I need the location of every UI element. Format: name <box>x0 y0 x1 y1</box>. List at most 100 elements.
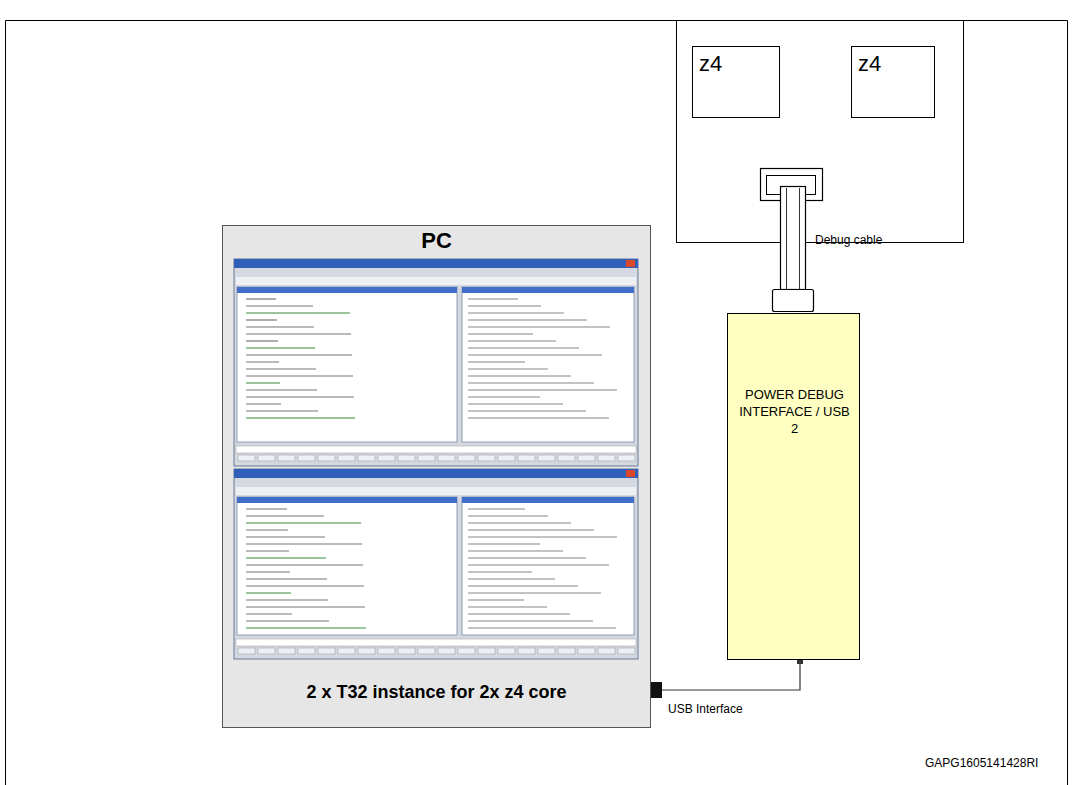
code-line <box>246 396 354 397</box>
code-line <box>246 340 278 341</box>
softkey-button <box>538 648 555 654</box>
plug-edge <box>776 311 810 312</box>
code-line <box>246 333 351 334</box>
pane-titlebar <box>462 497 634 503</box>
pc-box: PC2 x T32 instance for 2x z4 core <box>222 225 651 728</box>
core-box: z4 <box>851 46 935 118</box>
softkey-button <box>358 455 375 461</box>
softkey-button <box>438 455 455 461</box>
screenshot-illustration <box>223 226 649 729</box>
softkey-button <box>318 455 335 461</box>
register-line <box>468 347 579 348</box>
code-line <box>246 403 281 404</box>
window-titlebar <box>234 469 638 478</box>
softkey-button <box>578 455 595 461</box>
softkey-button <box>558 648 575 654</box>
interface-label: POWER DEBUG INTERFACE / USB 2 <box>736 386 853 437</box>
register-line <box>468 536 617 537</box>
target-board <box>677 21 964 243</box>
code-line <box>246 620 329 621</box>
usb-plug <box>651 682 662 698</box>
register-line <box>468 375 571 376</box>
figure-frame <box>6 21 1068 785</box>
register-line <box>468 340 556 341</box>
register-line <box>468 403 563 404</box>
source-pane <box>237 497 457 635</box>
code-line <box>246 508 287 509</box>
close-button <box>626 260 635 267</box>
app-window <box>234 469 638 659</box>
register-line <box>468 592 601 593</box>
register-line <box>468 417 609 418</box>
softkey-button <box>498 455 515 461</box>
code-line <box>246 571 290 572</box>
code-line <box>246 606 365 607</box>
toolbar <box>236 487 636 495</box>
register-line <box>468 564 609 565</box>
edge-label: USB Interface <box>666 702 745 716</box>
code-line <box>246 305 313 306</box>
pc-caption: 2 x T32 instance for 2x z4 core <box>223 682 650 703</box>
code-line <box>246 536 325 537</box>
register-line <box>468 543 540 544</box>
core-label: z4 <box>699 51 722 77</box>
app-window <box>234 259 638 466</box>
pane-titlebar <box>237 497 457 503</box>
usb-cable <box>651 660 803 698</box>
softkey-button <box>478 648 495 654</box>
register-line <box>468 627 616 628</box>
register-line <box>468 606 547 607</box>
softkey-button <box>618 648 635 654</box>
register-line <box>468 410 586 411</box>
softkey-button <box>418 455 435 461</box>
code-line <box>246 417 355 418</box>
softkey-button <box>618 455 635 461</box>
softkey-button <box>338 648 355 654</box>
softkey-button <box>458 455 475 461</box>
code-line <box>246 564 363 565</box>
code-line <box>246 599 328 600</box>
softkey-button <box>298 455 315 461</box>
code-line <box>246 410 318 411</box>
register-line <box>468 522 571 523</box>
code-line <box>246 522 361 523</box>
register-line <box>468 368 548 369</box>
window-titlebar <box>234 259 638 268</box>
toolbar <box>236 277 636 285</box>
register-pane <box>462 497 634 635</box>
code-line <box>246 515 324 516</box>
softkey-button <box>298 648 315 654</box>
softkey-button <box>378 648 395 654</box>
code-line <box>246 529 288 530</box>
softkey-button <box>318 648 335 654</box>
register-line <box>468 508 525 509</box>
register-pane <box>462 287 634 442</box>
code-line <box>246 298 276 299</box>
softkey-button <box>478 455 495 461</box>
softkey-button <box>578 648 595 654</box>
command-line <box>236 639 636 646</box>
code-line <box>246 361 279 362</box>
register-line <box>468 312 564 313</box>
softkey-button <box>498 648 515 654</box>
code-line <box>246 592 291 593</box>
register-line <box>468 578 555 579</box>
code-line <box>246 347 315 348</box>
debug-cable <box>781 187 806 290</box>
command-line <box>236 446 636 453</box>
register-line <box>468 382 594 383</box>
code-line <box>246 627 366 628</box>
register-line <box>468 529 594 530</box>
code-line <box>246 585 364 586</box>
softkey-button <box>238 648 255 654</box>
register-line <box>468 298 518 299</box>
register-line <box>468 396 540 397</box>
code-line <box>246 543 362 544</box>
register-line <box>468 585 578 586</box>
register-line <box>468 389 617 390</box>
softkey-button <box>518 648 535 654</box>
code-line <box>246 578 327 579</box>
softkey-button <box>398 648 415 654</box>
core-label: z4 <box>858 51 881 77</box>
code-line <box>246 319 277 320</box>
